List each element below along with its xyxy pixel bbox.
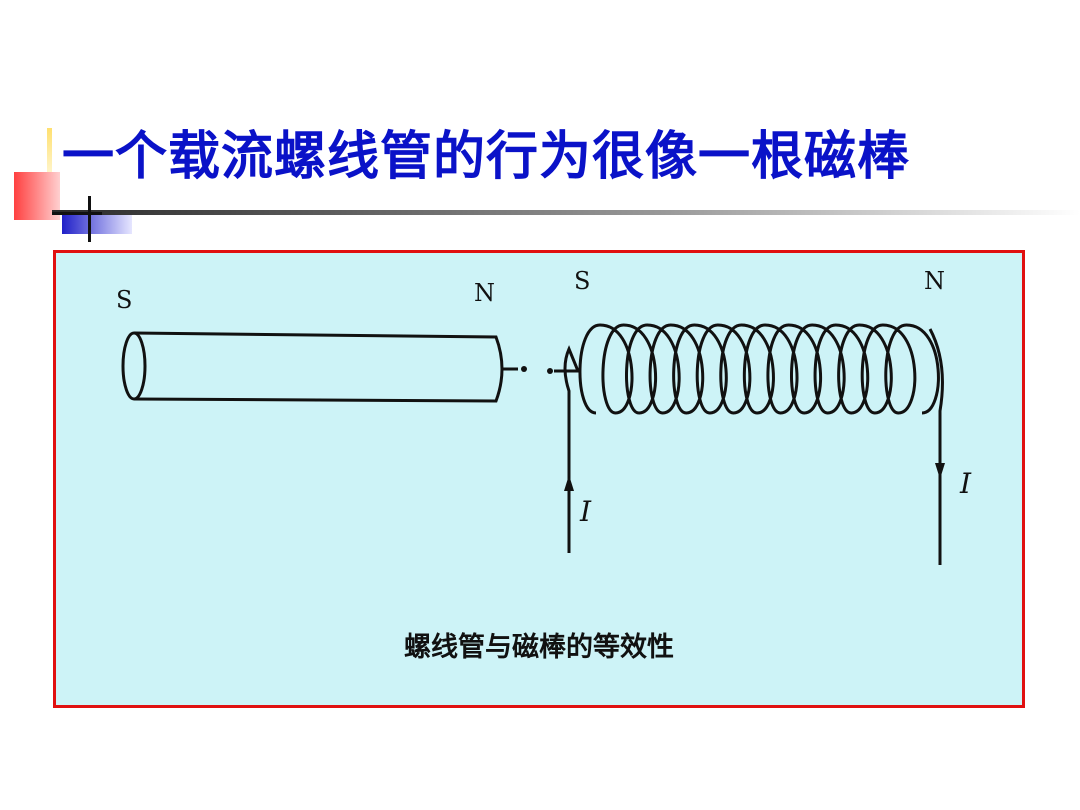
current-arrow-right — [935, 463, 945, 479]
magnet-end-face — [121, 331, 147, 401]
solenoid-lead-left — [554, 345, 581, 553]
slide-title: 一个载流螺线管的行为很像一根磁棒 — [62, 127, 911, 187]
crosshair-vertical — [88, 196, 91, 242]
crosshair-horizontal — [52, 212, 102, 215]
solenoid-magnet-diagram: S N S N I I — [116, 267, 972, 565]
solenoid-coil — [578, 323, 940, 415]
magnet-pole-s: S — [116, 286, 132, 314]
accent-yellow-bar — [47, 128, 52, 180]
current-arrow-left — [564, 475, 574, 491]
magnet-pole-n: N — [474, 279, 495, 307]
accent-blue-block — [62, 212, 132, 234]
solenoid-pole-s: S — [574, 267, 590, 295]
solenoid-pole-n: N — [924, 267, 945, 295]
magnet-dot — [521, 366, 527, 372]
current-label-left: I — [579, 495, 592, 528]
solenoid-lead-right — [928, 328, 944, 565]
figure-caption: 螺线管与磁棒的等效性 — [404, 632, 674, 663]
current-label-right: I — [959, 467, 972, 500]
bar-magnet: S N — [116, 279, 527, 403]
title-underline — [52, 210, 1080, 215]
title-accent-decoration — [14, 128, 1080, 242]
solenoid: S N I I — [547, 267, 972, 565]
figure-panel: S N S N I I 螺线管与磁棒的等效性 — [53, 250, 1025, 708]
solenoid-dot — [547, 368, 553, 374]
magnet-body — [133, 331, 504, 403]
